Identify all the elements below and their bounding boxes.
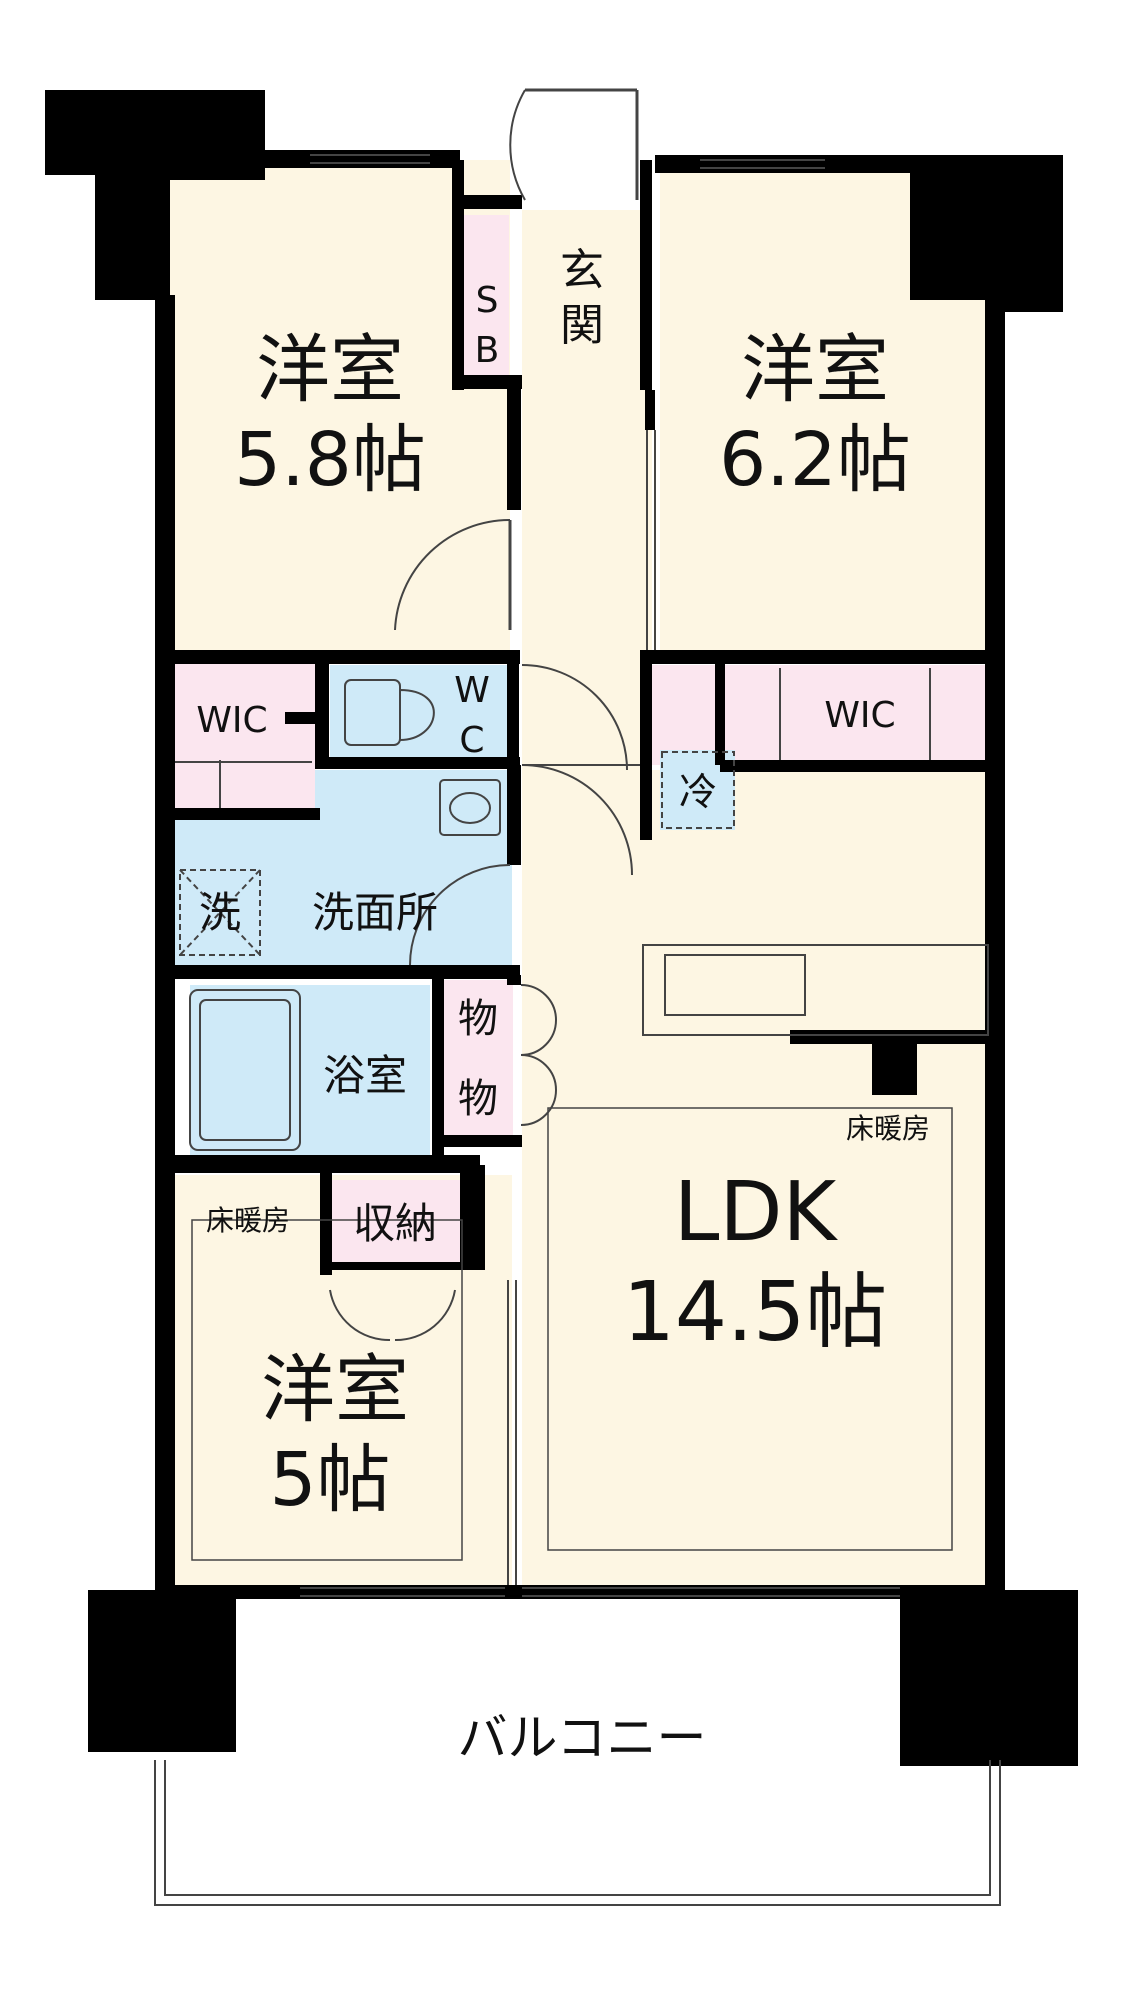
west-room-size: 5.8帖: [234, 417, 426, 503]
wall-entrance-east: [640, 160, 652, 390]
mono-storage-floor: [443, 980, 513, 1145]
genkan-label-2: 関: [560, 300, 604, 351]
sb-label-2: B: [475, 330, 500, 371]
pillar-se: [900, 1590, 1078, 1766]
south-room-size: 5帖: [269, 1437, 390, 1523]
wall-east-room-south: [640, 650, 990, 664]
wall-north-west: [250, 150, 460, 168]
wic-east-floor: [640, 665, 985, 765]
fridge-wall: [640, 830, 650, 840]
pillar-ne: [910, 155, 1063, 312]
wall-east-room-west: [645, 390, 655, 430]
wall-washroom-north: [170, 808, 320, 820]
washroom-label: 洗面所: [312, 888, 438, 937]
wall-washroom-south: [170, 965, 520, 979]
wall-east-wic-west: [640, 655, 652, 840]
wall-wc-west: [315, 655, 329, 765]
kitchen-back-wall: [790, 1030, 985, 1044]
south-room-floor-heating-label: 床暖房: [206, 1204, 290, 1237]
labels: 洋室 5.8帖 洋室 6.2帖 洋室 5帖 LDK 14.5帖 玄 関 S B …: [196, 245, 930, 1767]
east-room-size: 6.2帖: [719, 417, 911, 503]
wc-floor: [330, 665, 512, 765]
wall-west-room-south: [170, 650, 520, 664]
ldk-floor-heating-label: 床暖房: [846, 1112, 930, 1145]
wall-wc-east: [507, 655, 519, 765]
bath-floor: [190, 985, 430, 1155]
closet-label: 収納: [353, 1199, 437, 1248]
fixtures: [154, 88, 1001, 1906]
washer-label: 洗: [199, 888, 241, 937]
walls: [45, 90, 1078, 1766]
balcony-label: バルコニー: [458, 1709, 707, 1767]
storage-label-1: 物: [458, 996, 498, 1042]
wall-west: [155, 295, 175, 1595]
wall-wic-stub: [285, 712, 315, 724]
genkan-label-1: 玄: [560, 245, 604, 296]
wall-north-east: [655, 155, 915, 173]
wall-entrance-north: [452, 195, 522, 209]
wc-label-1: W: [454, 670, 490, 711]
wall-closet-south: [320, 1262, 460, 1270]
wall-mono-east: [507, 975, 521, 985]
wall-west-room-east: [507, 380, 521, 510]
east-room-label: 洋室: [741, 327, 889, 413]
wall-wic-divider: [715, 655, 725, 765]
wall-east-wic-south: [720, 760, 990, 772]
wall-wc-south: [315, 757, 520, 769]
west-room-label: 洋室: [256, 327, 404, 413]
sb-label-1: S: [476, 280, 499, 321]
storage-label-2: 物: [458, 1076, 498, 1122]
closet-floor: [330, 1180, 460, 1265]
bath-label: 浴室: [323, 1051, 407, 1100]
ldk-label: LDK: [674, 1165, 839, 1260]
wall-east: [985, 300, 1005, 1595]
wall-bath-south: [170, 1155, 480, 1173]
wall-storage-south: [432, 1135, 522, 1147]
ldk-floor: [522, 1095, 990, 1595]
sb-floor: [462, 215, 509, 375]
wall-sb-west: [452, 160, 464, 390]
wall-bath-east: [432, 975, 444, 1165]
wic-west-floor: [170, 660, 315, 810]
wall-closet-east: [460, 1165, 485, 1270]
hallway-floor: [522, 390, 652, 1165]
wic-west-label: WIC: [196, 700, 267, 741]
wc-label-2: C: [459, 720, 484, 761]
wall-washroom-east: [507, 765, 521, 865]
wall-sb-bottom: [452, 375, 522, 389]
pillar-nw: [45, 90, 265, 300]
kitchen-column: [872, 1040, 917, 1095]
entrance-floor: [522, 210, 642, 390]
pillar-sw: [88, 1590, 236, 1752]
wic-east-label: WIC: [824, 695, 895, 736]
ldk-size: 14.5帖: [623, 1265, 888, 1360]
south-room-label: 洋室: [261, 1347, 409, 1433]
fridge-label: 冷: [679, 770, 717, 814]
